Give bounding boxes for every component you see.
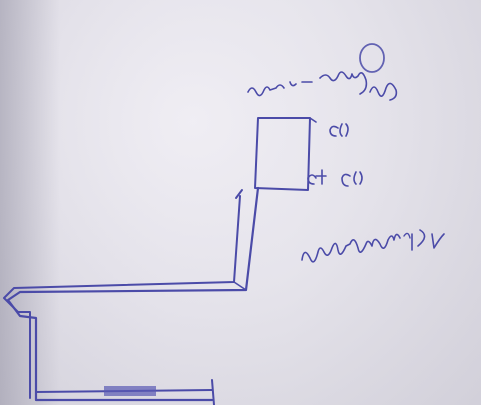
sketch-scribble-right [301,229,445,263]
sketch-scribble-right-sup [403,232,411,239]
sketch-label-2 [307,169,327,185]
sketch-circle [359,43,385,73]
sketch-pipe-outer [6,186,260,402]
sketch-scribble-top-2 [369,82,398,101]
sketch-pipe-cap [235,189,243,199]
sketch-label-3 [341,171,363,187]
sketch-step [233,281,247,291]
sketch-pipe-inner [3,195,241,399]
sketch-box [254,117,311,191]
sketch-scribble-top [247,71,368,97]
sketch-bottom-end [211,379,215,405]
sketch-bottom-block [104,386,156,396]
sketch-box-tick [309,117,317,123]
sketch-label-1 [329,123,349,137]
